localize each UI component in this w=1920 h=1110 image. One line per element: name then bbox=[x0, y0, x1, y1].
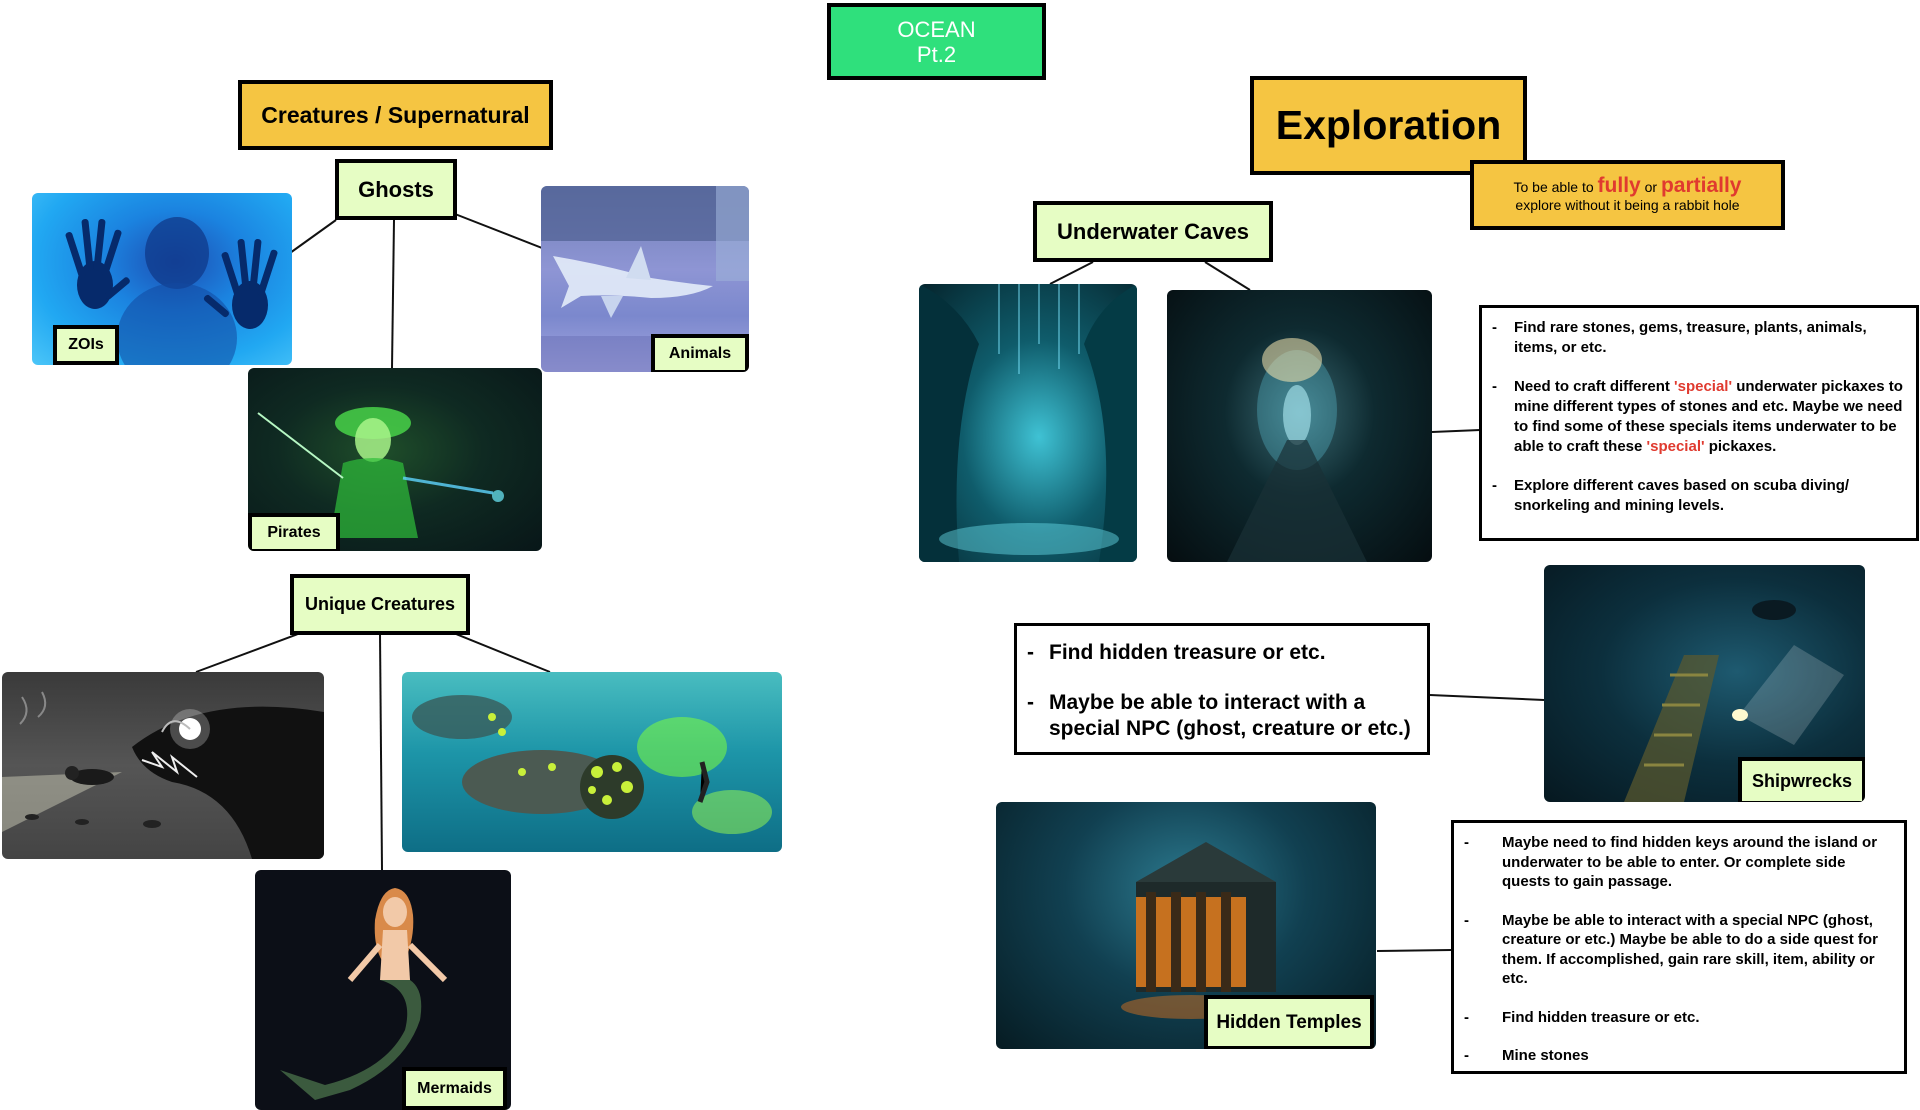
image-animals: Animals bbox=[541, 186, 749, 372]
subtitle-partially: partially bbox=[1660, 173, 1742, 197]
note-shipwrecks-1: Find hidden treasure or etc. bbox=[1027, 640, 1417, 666]
label-mermaids: Mermaids bbox=[402, 1067, 507, 1110]
note-temples-2: Maybe be able to interact with a special… bbox=[1464, 911, 1894, 989]
subtitle-fully: fully bbox=[1597, 173, 1641, 197]
subtitle-or: or bbox=[1644, 178, 1658, 195]
category-exploration: Exploration bbox=[1250, 76, 1527, 175]
notes-shipwrecks: Find hidden treasure or etc. Maybe be ab… bbox=[1014, 623, 1430, 755]
connector-shipwrecks-notes bbox=[1429, 694, 1545, 701]
ghost-hands-image bbox=[65, 217, 278, 365]
notes-hidden-temples: Maybe need to find hidden keys around th… bbox=[1451, 820, 1907, 1074]
label-pirates: Pirates bbox=[248, 513, 340, 551]
node-unique-creatures: Unique Creatures bbox=[290, 574, 470, 635]
label-shipwrecks: Shipwrecks bbox=[1738, 757, 1865, 802]
note-temples-1: Maybe need to find hidden keys around th… bbox=[1464, 833, 1894, 892]
glowing-sea-creature-image bbox=[412, 695, 772, 834]
connector-temples-notes bbox=[1376, 949, 1452, 952]
connector-ghosts-zois bbox=[289, 219, 337, 254]
connector-unique-creature bbox=[455, 633, 551, 673]
title-line-1: OCEAN bbox=[897, 16, 976, 42]
mermaid-image bbox=[280, 888, 448, 1100]
image-anglerfish bbox=[2, 672, 324, 859]
image-zois: ZOIs bbox=[32, 193, 292, 365]
image-mermaids: Mermaids bbox=[255, 870, 511, 1110]
node-ghosts: Ghosts bbox=[335, 159, 457, 220]
notes-underwater-caves: Find rare stones, gems, treasure, plants… bbox=[1479, 305, 1919, 541]
image-pirates: Pirates bbox=[248, 368, 542, 551]
exploration-subtitle: To be able to fully or partially explore… bbox=[1470, 160, 1785, 230]
subtitle-prefix: To be able to bbox=[1513, 178, 1594, 195]
shipwreck-image bbox=[1624, 600, 1844, 802]
cave-forest-image bbox=[919, 284, 1137, 562]
connector-unique-angler bbox=[195, 633, 299, 673]
cave-tunnel-image bbox=[1227, 338, 1367, 562]
note-caves-1: Find rare stones, gems, treasure, plants… bbox=[1492, 318, 1906, 358]
image-hidden-temples: Hidden Temples bbox=[996, 802, 1376, 1049]
connector-unique-mermaid bbox=[379, 633, 383, 871]
connector-caves-right bbox=[1204, 261, 1251, 291]
node-underwater-caves: Underwater Caves bbox=[1033, 201, 1273, 262]
image-glowing-creature bbox=[402, 672, 782, 852]
image-shipwrecks: Shipwrecks bbox=[1544, 565, 1865, 802]
temple-image bbox=[1121, 842, 1276, 1019]
image-cave-tunnel bbox=[1167, 290, 1432, 562]
anglerfish-diver-image bbox=[2, 691, 324, 859]
note-caves-3: Explore different caves based on scuba d… bbox=[1492, 476, 1906, 516]
subtitle-line2: explore without it being a rabbit hole bbox=[1515, 196, 1740, 213]
note-shipwrecks-2: Maybe be able to interact with a special… bbox=[1027, 690, 1417, 742]
special-text: 'special' bbox=[1674, 378, 1733, 395]
special-text: 'special' bbox=[1646, 438, 1705, 455]
connector-caves-notes bbox=[1431, 429, 1481, 433]
note-temples-4: Mine stones bbox=[1464, 1046, 1894, 1066]
category-creatures-supernatural: Creatures / Supernatural bbox=[238, 80, 553, 150]
page-title: OCEAN Pt.2 bbox=[827, 3, 1046, 80]
image-cave-forest bbox=[919, 284, 1137, 562]
connector-ghosts-pirates bbox=[391, 219, 395, 369]
label-zois: ZOIs bbox=[53, 325, 119, 365]
label-animals: Animals bbox=[651, 334, 749, 372]
note-caves-2: Need to craft different 'special' underw… bbox=[1492, 377, 1906, 457]
connector-caves-left bbox=[1049, 261, 1094, 285]
note-temples-3: Find hidden treasure or etc. bbox=[1464, 1008, 1894, 1028]
label-hidden-temples: Hidden Temples bbox=[1204, 995, 1374, 1049]
ghost-pirate-image bbox=[257, 407, 504, 538]
title-line-2: Pt.2 bbox=[916, 41, 957, 67]
